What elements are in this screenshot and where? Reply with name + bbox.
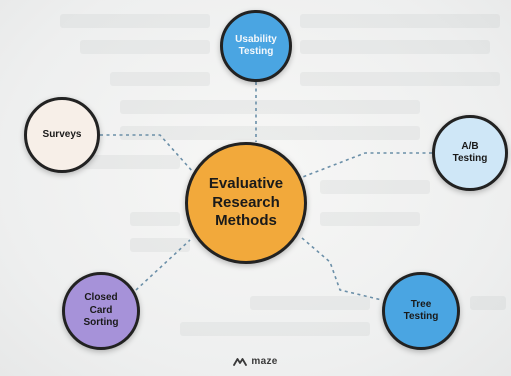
ab-testing-label: A/B Testing — [452, 140, 488, 165]
background-text-line — [250, 296, 370, 310]
background-text-line — [300, 14, 500, 28]
usability-testing-node: Usability Testing — [220, 10, 292, 82]
background-text-line — [130, 238, 190, 252]
ab-testing-node: A/B Testing — [432, 115, 508, 191]
closed-card-sorting-node: Closed Card Sorting — [62, 272, 140, 350]
maze-logo-icon — [233, 357, 248, 366]
surveys-node: Surveys — [24, 97, 100, 173]
connector-card-sorting — [135, 239, 191, 291]
connector-surveys — [100, 134, 194, 173]
background-text-line — [130, 212, 180, 226]
background-text-line — [120, 100, 420, 114]
surveys-label: Surveys — [42, 128, 82, 140]
background-text-line — [60, 14, 210, 28]
connector-ab — [299, 152, 432, 179]
background-text-line — [110, 72, 210, 86]
connector-tree — [301, 237, 383, 301]
background-text-line — [320, 180, 430, 194]
background-text-line — [80, 40, 210, 54]
maze-logo: maze — [0, 356, 511, 367]
tree-testing-node: Tree Testing — [382, 272, 460, 350]
brand-name: maze — [251, 356, 278, 367]
background-text-line — [80, 155, 180, 169]
background-text-line — [320, 212, 420, 226]
background-text-line — [180, 322, 370, 336]
background-text-line — [120, 126, 420, 140]
background-text-line — [300, 40, 490, 54]
usability-testing-label: Usability Testing — [235, 33, 277, 58]
evaluative-research-methods-node: Evaluative Research Methods — [185, 142, 307, 264]
center-label: Evaluative Research Methods — [208, 174, 284, 230]
tree-testing-label: Tree Testing — [403, 298, 439, 323]
closed-card-sorting-label: Closed Card Sorting — [83, 292, 119, 329]
background-text-line — [300, 72, 500, 86]
background-text-line — [470, 296, 506, 310]
